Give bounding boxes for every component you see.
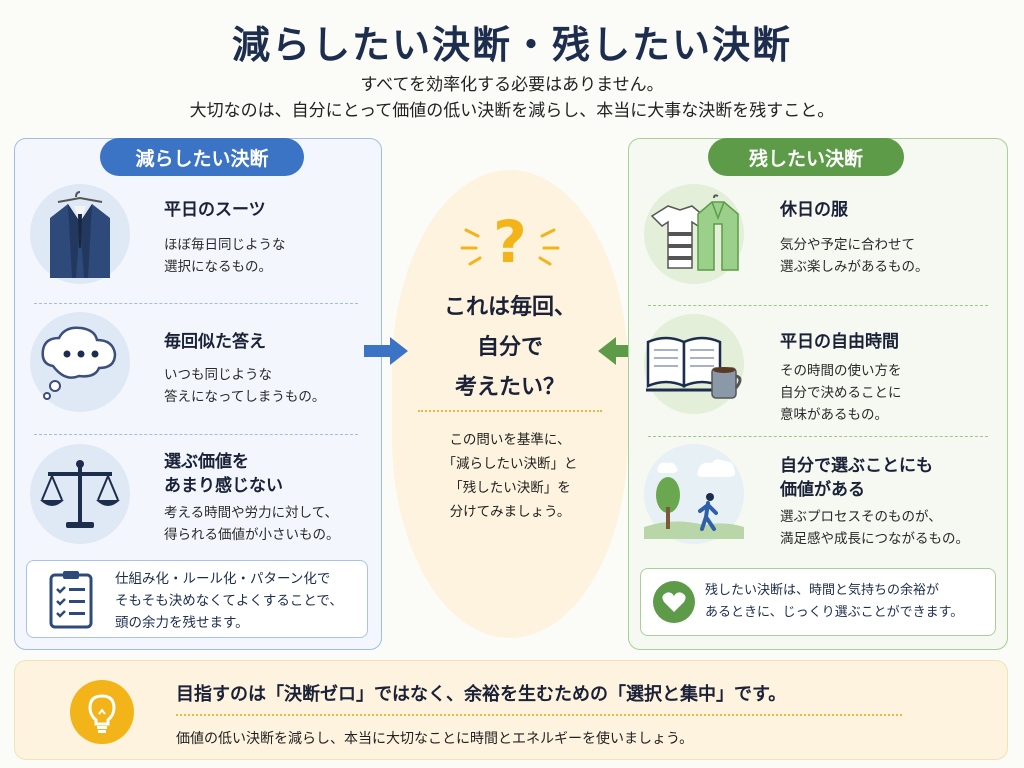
divider <box>648 305 988 306</box>
center-note-line: 「残したい決断」を <box>449 480 571 496</box>
center-note-line: 分けてみましょう。 <box>449 504 571 520</box>
svg-text:?: ? <box>493 208 527 276</box>
keep-item-desc: 気分や予定に合わせて 選ぶ楽しみがあるもの。 <box>780 234 929 278</box>
title-line: 自分で選ぶことにも <box>780 456 933 476</box>
keep-note-text: 残したい決断は、時間と気持ちの余裕が あるときに、じっくり選ぶことができます。 <box>705 580 963 624</box>
reduce-item-desc: いつも同じような 答えになってしまうもの。 <box>164 364 325 408</box>
keep-note: 残したい決断は、時間と気持ちの余裕が あるときに、じっくり選ぶことができます。 <box>640 568 996 636</box>
center-question-area <box>392 170 628 638</box>
desc-line: いつも同じような <box>164 367 272 383</box>
keep-item-clothes: 休日の服 気分や予定に合わせて 選ぶ楽しみがあるもの。 <box>644 184 994 304</box>
book-coffee-icon <box>644 314 744 414</box>
scale-icon <box>30 444 130 544</box>
subtitle-line: 大切なのは、自分にとって価値の低い決断を減らし、本当に大事な決断を残すこと。 <box>189 101 835 121</box>
divider <box>34 303 358 304</box>
title-line: 価値がある <box>780 480 865 500</box>
center-note-line: 「減らしたい決断」と <box>442 456 578 472</box>
keep-item-free-time: 平日の自由時間 その時間の使い方を 自分で決めることに 意味があるもの。 <box>644 314 994 434</box>
desc-line: その時間の使い方を <box>780 363 902 379</box>
thought-bubble-icon <box>30 312 130 412</box>
reduce-note: 仕組み化・ルール化・パターン化で そもそも決めなくてよくすることで、 頭の余力を… <box>26 560 368 638</box>
note-line: あるときに、じっくり選ぶことができます。 <box>705 605 964 620</box>
reduce-item-value: 選ぶ価値を あまり感じない 考える時間や労力に対して、 得られる価値が小さいもの… <box>30 444 370 564</box>
reduce-item-suit: 平日のスーツ ほぼ毎日同じような 選択になるもの。 <box>30 184 370 304</box>
note-line: 頭の余力を残せます。 <box>115 615 249 631</box>
casual-clothes-icon <box>644 184 744 284</box>
center-divider <box>418 410 602 412</box>
keep-item-desc: その時間の使い方を 自分で決めることに 意味があるもの。 <box>780 360 902 426</box>
desc-line: 得られる価値が小さいもの。 <box>164 527 340 543</box>
heart-icon <box>653 581 695 623</box>
reduce-item-title: 平日のスーツ <box>164 200 266 220</box>
summary-main: 目指すのは「決断ゼロ」ではなく、余裕を生むための「選択と集中」です。 <box>176 684 787 705</box>
reduce-item-desc: 考える時間や労力に対して、 得られる価値が小さいもの。 <box>164 502 340 546</box>
desc-line: 選ぶ楽しみがあるもの。 <box>780 259 929 275</box>
question-line: これは毎回、 <box>443 295 576 320</box>
subtitle-line: すべてを効率化する必要はありません。 <box>360 75 664 95</box>
arrow-right-icon <box>362 336 410 366</box>
keep-heading: 残したい決断 <box>708 138 904 176</box>
center-question: これは毎回、 自分で 考えたい？ <box>392 288 628 408</box>
reduce-item-desc: ほぼ毎日同じような 選択になるもの。 <box>164 234 286 278</box>
desc-line: ほぼ毎日同じような <box>164 237 286 253</box>
note-line: そもそも決めなくてよくすることで、 <box>115 593 343 609</box>
reduce-note-text: 仕組み化・ルール化・パターン化で そもそも決めなくてよくすることで、 頭の余力を… <box>115 568 343 634</box>
page-title: 減らしたい決断・残したい決断 <box>231 23 792 67</box>
center-note: この問いを基準に、 「減らしたい決断」と 「残したい決断」を 分けてみましょう。 <box>392 428 628 524</box>
divider <box>34 434 358 435</box>
reduce-item-title: 毎回似た答え <box>164 332 266 352</box>
note-line: 仕組み化・ルール化・パターン化で <box>115 571 331 587</box>
reduce-item-title: 選ぶ価値を あまり感じない <box>164 450 283 498</box>
desc-line: 意味があるもの。 <box>780 407 888 423</box>
lightbulb-icon <box>70 680 134 744</box>
desc-line: 気分や予定に合わせて <box>780 237 915 253</box>
question-line: 自分で <box>476 335 543 360</box>
summary-divider <box>176 714 902 716</box>
desc-line: 自分で決めることに <box>780 385 902 401</box>
divider <box>648 436 988 437</box>
title-line: 選ぶ価値を <box>164 452 249 472</box>
keep-item-title: 平日の自由時間 <box>780 332 899 352</box>
note-line: 残したい決断は、時間と気持ちの余裕が <box>705 583 940 598</box>
center-note-line: この問いを基準に、 <box>449 432 571 448</box>
summary-sub: 価値の低い決断を減らし、本当に大切なことに時間とエネルギーを使いましょう。 <box>176 731 694 747</box>
keep-item-desc: 選ぶプロセスそのものが、 満足感や成長につながるもの。 <box>780 506 969 550</box>
desc-line: 考える時間や労力に対して、 <box>164 505 339 521</box>
question-line: 考えたい？ <box>454 375 565 400</box>
page-subtitle: すべてを効率化する必要はありません。 大切なのは、自分にとって価値の低い決断を減… <box>0 72 1024 124</box>
suit-icon <box>30 184 130 284</box>
arrow-left-icon <box>596 336 644 366</box>
keep-item-title: 休日の服 <box>780 200 848 220</box>
keep-item-title: 自分で選ぶことにも 価値がある <box>780 454 933 502</box>
walking-person-icon <box>644 444 744 544</box>
desc-line: 満足感や成長につながるもの。 <box>780 531 969 547</box>
desc-line: 選ぶプロセスそのものが、 <box>780 509 942 525</box>
desc-line: 答えになってしまうもの。 <box>164 389 326 405</box>
clipboard-checklist-icon <box>47 569 95 629</box>
reduce-item-answer: 毎回似た答え いつも同じような 答えになってしまうもの。 <box>30 312 370 432</box>
reduce-heading: 減らしたい決断 <box>100 138 304 176</box>
question-mark-icon: ? <box>452 206 568 276</box>
summary-banner <box>14 660 1008 760</box>
title-line: あまり感じない <box>164 476 283 496</box>
keep-item-choosing: 自分で選ぶことにも 価値がある 選ぶプロセスそのものが、 満足感や成長につながる… <box>644 444 994 564</box>
desc-line: 選択になるもの。 <box>164 259 272 275</box>
